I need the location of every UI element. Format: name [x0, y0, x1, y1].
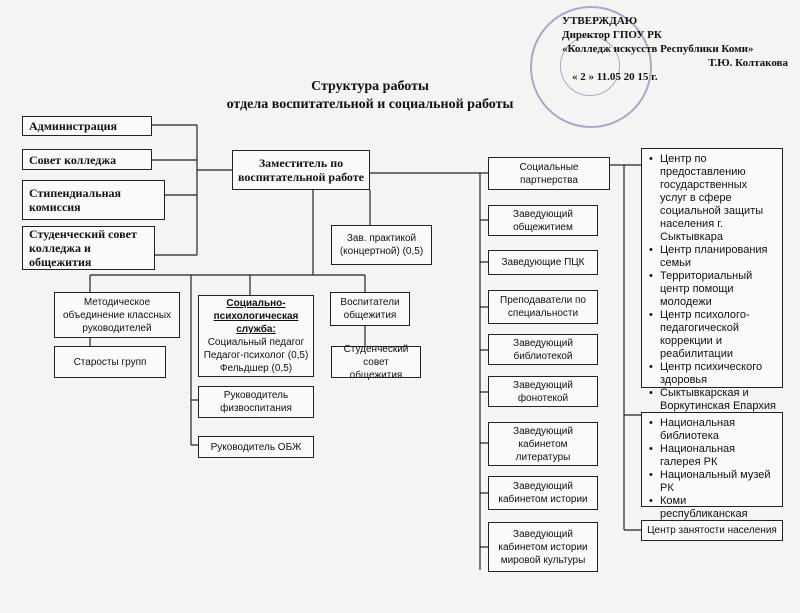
social-partner-item: Центр по предоставлению государственных … [649, 153, 776, 244]
group-heads-box: Старосты групп [54, 346, 166, 378]
literature-cabinet-head-box: Заведующий кабинетом литературы [488, 422, 598, 466]
psych-member-1: Социальный педагог [207, 337, 305, 348]
culture-partner-item: Национальный музей РК [649, 469, 776, 495]
psych-member-3: Фельдшер (0,5) [219, 363, 293, 374]
dorm-head-box: Заведующий общежитием [488, 205, 598, 236]
approval-date: « 2 » 11.05 20 15 г. [572, 71, 658, 83]
approval-organization: «Колледж искусств Республики Коми» [562, 43, 754, 55]
deputy-director-box: Заместитель по воспитательной работе [232, 150, 370, 190]
culture-partners-box: Национальная библиотека Национальная гал… [641, 412, 783, 533]
phonotheque-head-box: Заведующий фонотекой [488, 376, 598, 407]
dorm-educators-box: Воспитатели общежития [330, 292, 410, 326]
approval-signer: Т.Ю. Колтакова [708, 57, 788, 69]
page-title: Структура работы отдела воспитательной и… [200, 78, 540, 114]
college-council-box: Совет колледжа [22, 149, 152, 170]
social-partnerships-box: Социальные партнерства [488, 157, 610, 190]
culture-partner-item: Национальная галерея РК [649, 443, 776, 469]
social-partner-item: Центр психического здоровья [649, 361, 776, 387]
social-partners-list: Центр по предоставлению государственных … [648, 153, 776, 413]
social-partner-item: Сыктывкарская и Воркутинская Епархия [649, 387, 776, 413]
history-cabinet-head-box: Заведующий кабинетом истории [488, 476, 598, 510]
approval-position: Директор ГПОУ РК [562, 29, 662, 41]
specialty-teachers-box: Преподаватели по специальности [488, 290, 598, 324]
practice-head-box: Зав. практикой (концертной) (0,5) [331, 225, 432, 265]
social-partner-item: Центр психолого-педагогической коррекции… [649, 309, 776, 361]
student-dorm-council-box: Студенческий совет общежития [331, 344, 421, 381]
student-council-box: Студенческий совет колледжа и общежития [22, 226, 155, 270]
culture-partners-list: Национальная библиотека Национальная гал… [648, 417, 776, 534]
official-seal [530, 6, 652, 128]
psych-service-title: Социально-психологическая служба: [213, 298, 299, 335]
psych-member-2: Педагог-психолог (0,5) [203, 350, 309, 361]
library-head-box: Заведующий библиотекой [488, 334, 598, 365]
title-line-1: Структура работы [311, 79, 429, 94]
employment-center-box: Центр занятости населения [641, 520, 783, 541]
pck-heads-box: Заведующие ПЦК [488, 250, 598, 275]
approval-block: УТВЕРЖДАЮ Директор ГПОУ РК «Колледж иску… [562, 14, 794, 84]
scholarship-commission-box: Стипендиальная комиссия [22, 180, 165, 220]
obzh-head-box: Руководитель ОБЖ [198, 436, 314, 458]
pe-head-box: Руководитель физвоспитания [198, 386, 314, 418]
social-partner-item: Территориальный центр помощи молодежи [649, 270, 776, 309]
psych-service-box: Социально-психологическая служба: Социал… [198, 295, 314, 377]
social-partner-item: Центр планирования семьи [649, 244, 776, 270]
world-culture-cabinet-head-box: Заведующий кабинетом истории мировой кул… [488, 522, 598, 572]
culture-partner-item: Национальная библиотека [649, 417, 776, 443]
approval-heading: УТВЕРЖДАЮ [562, 15, 638, 27]
administration-box: Администрация [22, 116, 152, 136]
methodical-association-box: Методическое объединение классных руково… [54, 292, 180, 338]
official-seal-inner [560, 36, 620, 96]
title-line-2: отдела воспитательной и социальной работ… [226, 97, 514, 112]
social-partners-box: Центр по предоставлению государственных … [641, 148, 783, 412]
